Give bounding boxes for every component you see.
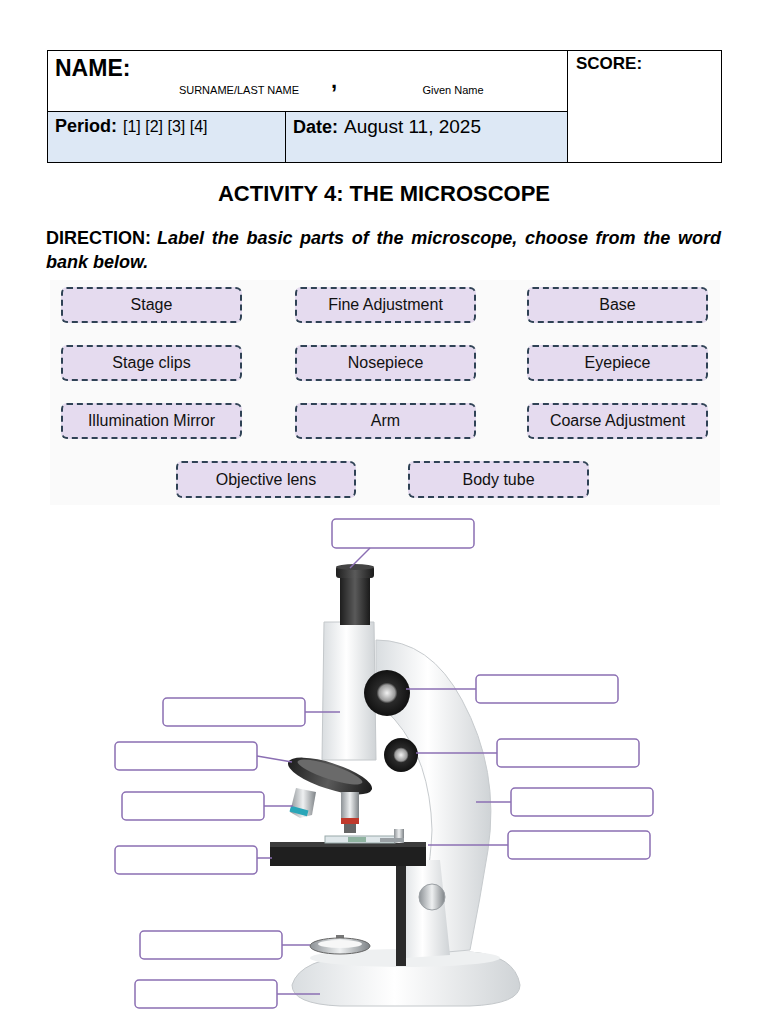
period-cell: Period: [1] [2] [3] [4] <box>47 111 286 163</box>
word-bank-box: Nosepiece <box>295 345 476 381</box>
field-caption: Given Name <box>363 84 543 96</box>
cell-line: Date: August 11, 2025 <box>286 112 567 142</box>
directions-lead: DIRECTION: <box>46 228 151 248</box>
field-label: Period: <box>55 116 117 136</box>
name-cell: NAME:,SURNAME/LAST NAME Given Name <box>47 50 568 113</box>
word-bank-term: Objective lens <box>216 471 317 489</box>
word-bank-box: Coarse Adjustment <box>527 403 708 439</box>
field-label: Date: <box>293 117 338 137</box>
word-bank-box: Illumination Mirror <box>61 403 242 439</box>
name-comma: , <box>331 68 337 94</box>
word-bank-term: Nosepiece <box>348 354 424 372</box>
score-heading: SCORE: <box>576 54 642 74</box>
word-bank-box: Base <box>527 287 708 323</box>
word-bank-term: Coarse Adjustment <box>550 412 685 430</box>
word-bank-term: Arm <box>371 412 400 430</box>
field-value: August 11, 2025 <box>344 116 481 137</box>
word-bank-term: Stage <box>131 296 173 314</box>
cell-line: Period: [1] [2] [3] [4] <box>48 112 285 141</box>
word-bank-box: Stage clips <box>61 345 242 381</box>
word-bank-term: Body tube <box>462 471 534 489</box>
directions: DIRECTION:Label the basic parts of the m… <box>46 226 721 274</box>
word-bank-box: Objective lens <box>176 461 356 498</box>
word-bank-term: Stage clips <box>112 354 190 372</box>
word-bank-term: Fine Adjustment <box>328 296 443 314</box>
field-value: [1] [2] [3] [4] <box>123 118 208 135</box>
word-bank-box: Stage <box>61 287 242 323</box>
date-cell: Date: August 11, 2025 <box>285 111 568 163</box>
word-bank-box: Eyepiece <box>527 345 708 381</box>
word-bank-term: Eyepiece <box>585 354 651 372</box>
worksheet-title: ACTIVITY 4: THE MICROSCOPE <box>0 181 768 207</box>
name-heading: NAME: <box>55 55 130 82</box>
word-bank-box: Body tube <box>408 461 589 498</box>
score-cell: SCORE: <box>567 50 722 163</box>
word-bank-term: Illumination Mirror <box>88 412 215 430</box>
word-bank-box: Arm <box>295 403 476 439</box>
word-bank-box: Fine Adjustment <box>295 287 476 323</box>
field-caption: SURNAME/LAST NAME <box>149 84 329 96</box>
word-bank-term: Base <box>599 296 635 314</box>
